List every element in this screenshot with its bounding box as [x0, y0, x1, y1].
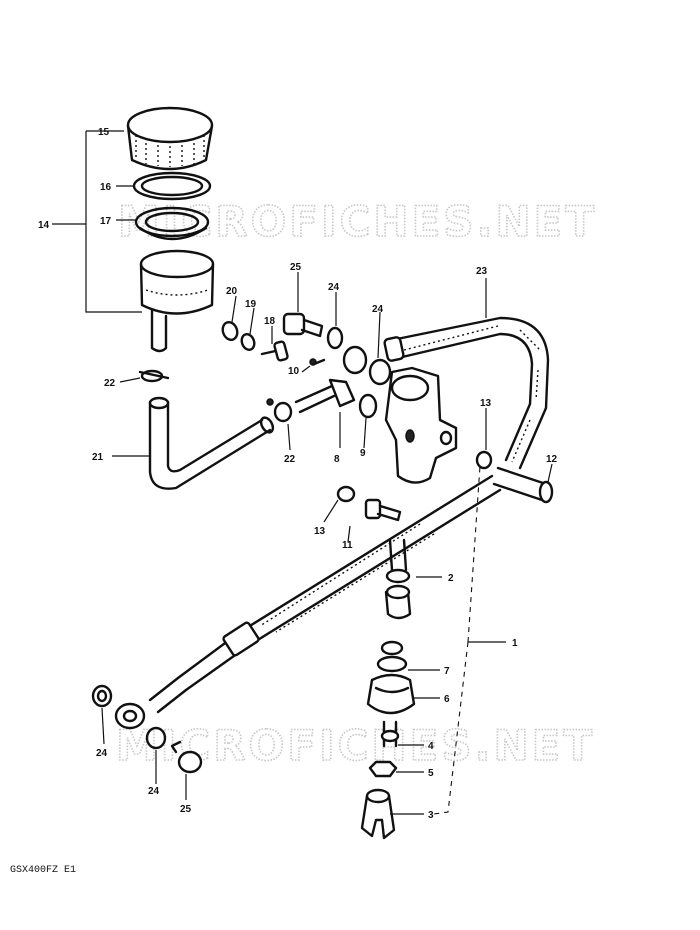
- brake-hose-lower: [114, 474, 502, 730]
- bleeder-10: [309, 358, 326, 366]
- inlet-connector: [294, 345, 392, 414]
- callout-10: 10: [288, 366, 300, 377]
- leader-lines: [52, 130, 553, 815]
- callout-24-upper-2: 24: [372, 304, 384, 315]
- callout-17: 17: [100, 216, 112, 227]
- union-bolt-lower: [170, 740, 203, 774]
- callout-24-upper-1: 24: [328, 282, 340, 293]
- washer-13-left: [336, 485, 356, 503]
- callout-18: 18: [264, 316, 276, 327]
- callout-19: 19: [245, 299, 257, 310]
- circlip-7: [376, 640, 408, 673]
- hose-clamp-lower: [266, 398, 293, 423]
- pushrod-12: [492, 466, 554, 504]
- callout-22-upper: 22: [104, 378, 116, 389]
- callout-8: 8: [334, 454, 340, 465]
- callout-13-left: 13: [314, 526, 326, 537]
- callout-4: 4: [428, 741, 434, 752]
- callout-16: 16: [100, 182, 112, 193]
- o-ring: [358, 393, 378, 419]
- screw-18: [260, 340, 289, 362]
- master-cylinder-body: [384, 366, 458, 484]
- callout-6: 6: [444, 694, 450, 705]
- callout-25-upper: 25: [290, 262, 302, 273]
- gasket-upper-1: [326, 326, 344, 350]
- callout-14: 14: [38, 220, 50, 231]
- callout-13-right: 13: [480, 398, 492, 409]
- callout-1: 1: [512, 638, 518, 649]
- callout-3: 3: [428, 810, 434, 821]
- callout-12: 12: [546, 454, 558, 465]
- reservoir-body: [139, 249, 215, 353]
- callout-24-lower-1: 24: [96, 748, 108, 759]
- reservoir-cap: [126, 106, 214, 171]
- washer-13-right: [475, 450, 493, 470]
- hose-joint-2: [384, 538, 412, 620]
- reservoir-diaphragm: [134, 206, 210, 241]
- washer-20: [221, 321, 239, 341]
- model-code: GSX400FZ E1: [10, 865, 76, 876]
- watermark-top: MICROFICHES.NET: [118, 197, 597, 246]
- callout-labels: 15 16 17 14 20 19 18 25 24 24 23 22 10 2…: [38, 127, 558, 821]
- callout-20: 20: [226, 286, 238, 297]
- diaphragm-plate: [132, 171, 212, 201]
- callout-25-lower: 25: [180, 804, 192, 815]
- callout-22-lower: 22: [284, 454, 296, 465]
- pushrod-4: [380, 720, 400, 748]
- callout-7: 7: [444, 666, 450, 677]
- reservoir-hose: [148, 396, 275, 490]
- callout-11: 11: [342, 540, 353, 551]
- callout-15: 15: [98, 127, 110, 138]
- gasket-lower-1: [91, 684, 113, 708]
- union-bolt-upper: [282, 312, 324, 338]
- callout-5: 5: [428, 768, 434, 779]
- callout-23: 23: [476, 266, 488, 277]
- callout-2: 2: [448, 573, 454, 584]
- washer-19: [240, 333, 256, 351]
- nut-5: [368, 760, 398, 778]
- boot-6: [366, 673, 416, 715]
- brake-hose-upper: [383, 316, 550, 470]
- hose-clamp-upper: [138, 369, 170, 383]
- gasket-lower-2: [145, 726, 167, 750]
- bolt-11: [364, 498, 402, 522]
- clevis-3: [360, 788, 396, 840]
- callout-9: 9: [360, 448, 366, 459]
- callout-24-lower-2: 24: [148, 786, 160, 797]
- callout-21: 21: [92, 452, 104, 463]
